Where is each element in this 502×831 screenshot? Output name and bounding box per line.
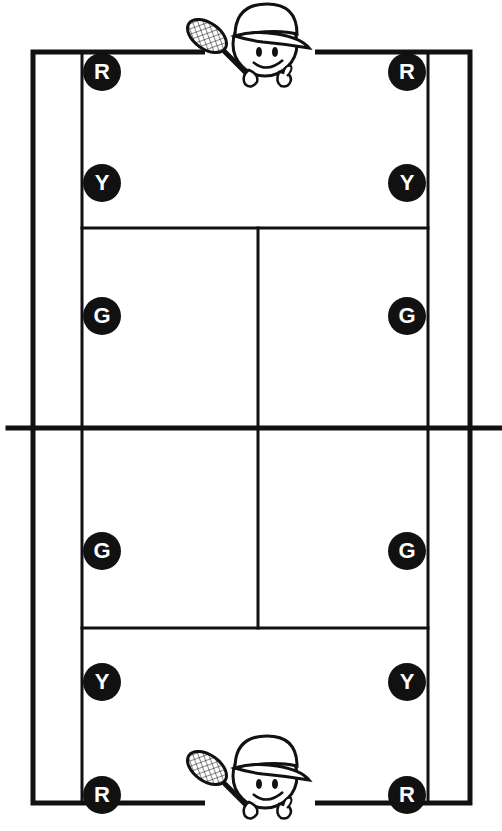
service-line bbox=[82, 627, 428, 630]
service-line bbox=[82, 227, 428, 230]
marker-letter: Y bbox=[95, 671, 110, 693]
marker-dot: Y bbox=[388, 164, 426, 202]
marker-dot: R bbox=[83, 776, 121, 814]
marker-letter: R bbox=[399, 61, 415, 83]
marker-letter: G bbox=[93, 305, 110, 327]
marker-dot: G bbox=[388, 532, 426, 570]
marker-letter: R bbox=[94, 61, 110, 83]
marker-dot: Y bbox=[83, 663, 121, 701]
marker-letter: R bbox=[94, 784, 110, 806]
player-illustration bbox=[182, 736, 309, 819]
marker-letter: G bbox=[398, 540, 415, 562]
marker-dot: Y bbox=[83, 164, 121, 202]
marker-dot: G bbox=[83, 532, 121, 570]
marker-dot: Y bbox=[388, 663, 426, 701]
marker-letter: Y bbox=[400, 172, 415, 194]
marker-dot: R bbox=[83, 53, 121, 91]
marker-letter: Y bbox=[400, 671, 415, 693]
marker-dot: G bbox=[83, 297, 121, 335]
marker-letter: G bbox=[93, 540, 110, 562]
marker-letter: R bbox=[399, 784, 415, 806]
marker-letter: G bbox=[398, 305, 415, 327]
marker-dot: G bbox=[388, 297, 426, 335]
net bbox=[8, 426, 500, 431]
player-illustration bbox=[182, 4, 309, 87]
marker-letter: Y bbox=[95, 172, 110, 194]
marker-dot: R bbox=[388, 776, 426, 814]
marker-dot: R bbox=[388, 53, 426, 91]
